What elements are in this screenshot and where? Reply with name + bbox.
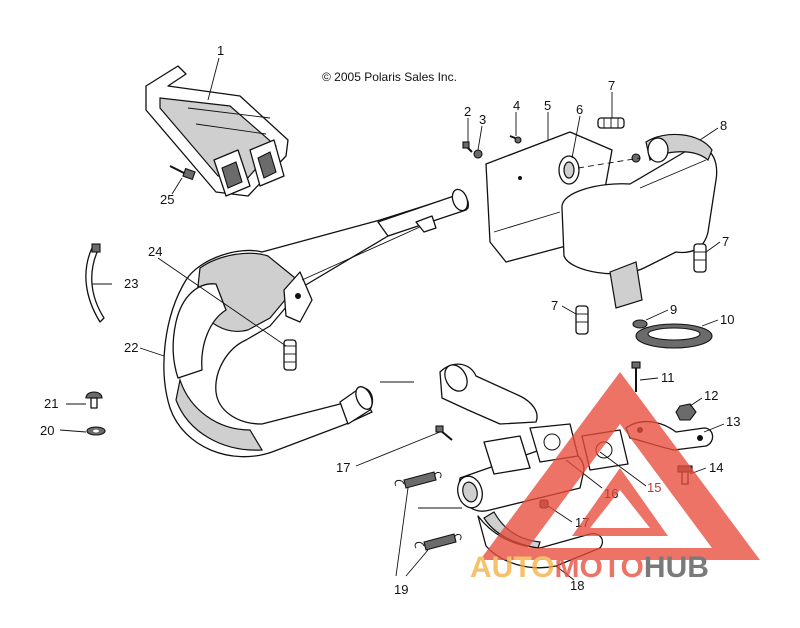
part-22-expansion-chamber xyxy=(163,188,469,458)
callout-25: 25 xyxy=(160,192,174,207)
part-8-silencer xyxy=(561,133,718,309)
watermark-logo: AUTOMOTOHUB xyxy=(470,372,760,584)
part-7-spring-upper xyxy=(597,117,625,129)
part-7-spring-right xyxy=(693,243,707,273)
part-20-washer xyxy=(86,426,106,436)
callout-8: 8 xyxy=(720,118,727,133)
callout-11: 11 xyxy=(661,370,675,385)
callout-4: 4 xyxy=(513,98,520,113)
leader-lines xyxy=(59,57,725,581)
callout-13: 13 xyxy=(726,414,740,429)
part-6-grommet xyxy=(558,155,580,185)
callout-20: 20 xyxy=(40,423,54,438)
callout-19: 19 xyxy=(394,582,408,597)
callout-9: 9 xyxy=(670,302,677,317)
part-11-stud xyxy=(631,361,641,392)
watermark-triangle xyxy=(480,372,760,560)
part-2-bolt xyxy=(462,141,473,153)
watermark-text-hub: HUB xyxy=(644,551,709,584)
part-elbow-tube xyxy=(439,363,538,425)
callout-12: 12 xyxy=(704,388,718,403)
svg-text:AUTOMOTOHUB: AUTOMOTOHUB xyxy=(470,551,709,584)
callout-6: 6 xyxy=(576,102,583,117)
watermark-text-auto: AUTO xyxy=(470,551,554,584)
callout-10: 10 xyxy=(720,312,734,327)
callout-7-lower: 7 xyxy=(551,298,558,313)
part-19-spring-lower xyxy=(414,533,462,551)
callout-18: 18 xyxy=(570,578,584,593)
callout-17-upper: 17 xyxy=(336,460,350,475)
callout-labels: 1 2 3 4 5 6 7 8 7 7 9 10 11 12 13 14 15 … xyxy=(40,43,740,597)
part-4-bolt xyxy=(509,135,522,144)
callout-21: 21 xyxy=(44,396,58,411)
part-24-spring xyxy=(283,339,297,371)
part-12-nut xyxy=(675,403,697,421)
callout-15: 15 xyxy=(647,480,661,495)
callout-3: 3 xyxy=(479,112,486,127)
callout-14: 14 xyxy=(709,460,723,475)
callout-7-upper: 7 xyxy=(608,78,615,93)
callout-23: 23 xyxy=(124,276,138,291)
callout-7-right: 7 xyxy=(722,234,729,249)
part-25-bolt xyxy=(169,165,196,181)
callout-5: 5 xyxy=(544,98,551,113)
part-9-washer xyxy=(632,319,648,329)
callout-22: 22 xyxy=(124,340,138,355)
part-3-washer xyxy=(473,149,483,159)
part-7-spring-lower xyxy=(575,305,589,335)
copyright-text: © 2005 Polaris Sales Inc. xyxy=(322,70,457,84)
part-21-screw xyxy=(85,391,103,409)
watermark-triangle-inner xyxy=(572,468,668,536)
watermark-text-moto: MOTO xyxy=(554,551,643,584)
callout-1: 1 xyxy=(217,43,224,58)
part-10-seal xyxy=(635,323,713,349)
callout-24: 24 xyxy=(148,244,162,259)
part-1-bracket xyxy=(145,65,289,197)
callout-2: 2 xyxy=(464,104,471,119)
part-23-strap xyxy=(85,243,105,323)
part-19-spring-upper xyxy=(394,471,442,489)
